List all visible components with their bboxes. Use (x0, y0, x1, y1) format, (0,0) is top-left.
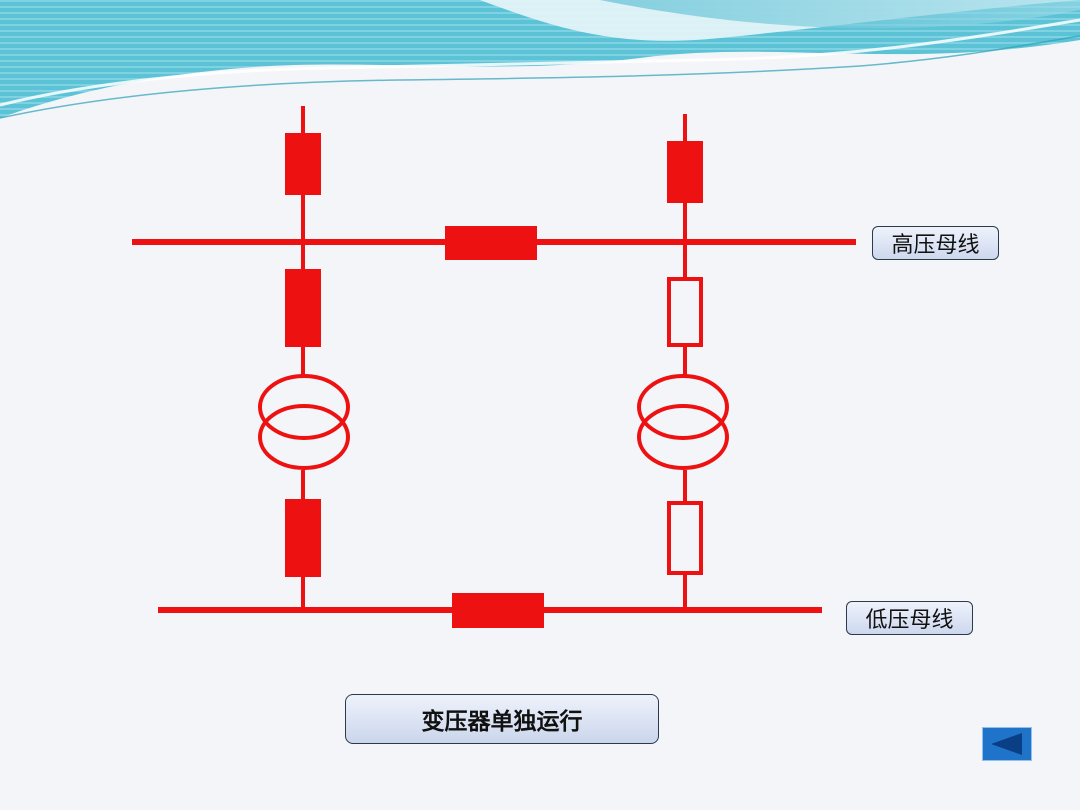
low-voltage-bus-label: 低压母线 (846, 601, 973, 635)
previous-slide-button[interactable] (982, 727, 1032, 761)
triangle-left-icon (991, 733, 1022, 755)
left-transformer (258, 374, 350, 470)
left-lower-breaker-closed (285, 499, 321, 577)
low-bus-tie-breaker-closed (452, 593, 544, 628)
right-top-breaker-closed (667, 141, 703, 203)
left-upper-breaker-closed (285, 269, 321, 347)
low-voltage-bus-label-text: 低压母线 (865, 608, 954, 633)
right-lower-breaker-open (667, 501, 703, 575)
right-upper-breaker-open (667, 277, 703, 347)
wave-header-decoration (0, 0, 1080, 119)
right-transformer (637, 374, 729, 470)
high-bus-tie-breaker-closed (445, 226, 537, 260)
caption-box: 变压器单独运行 (345, 694, 659, 744)
left-top-breaker-closed (285, 133, 321, 195)
high-voltage-bus-label-text: 高压母线 (891, 233, 980, 258)
caption-text: 变压器单独运行 (421, 709, 583, 735)
high-voltage-bus-label: 高压母线 (872, 226, 999, 260)
